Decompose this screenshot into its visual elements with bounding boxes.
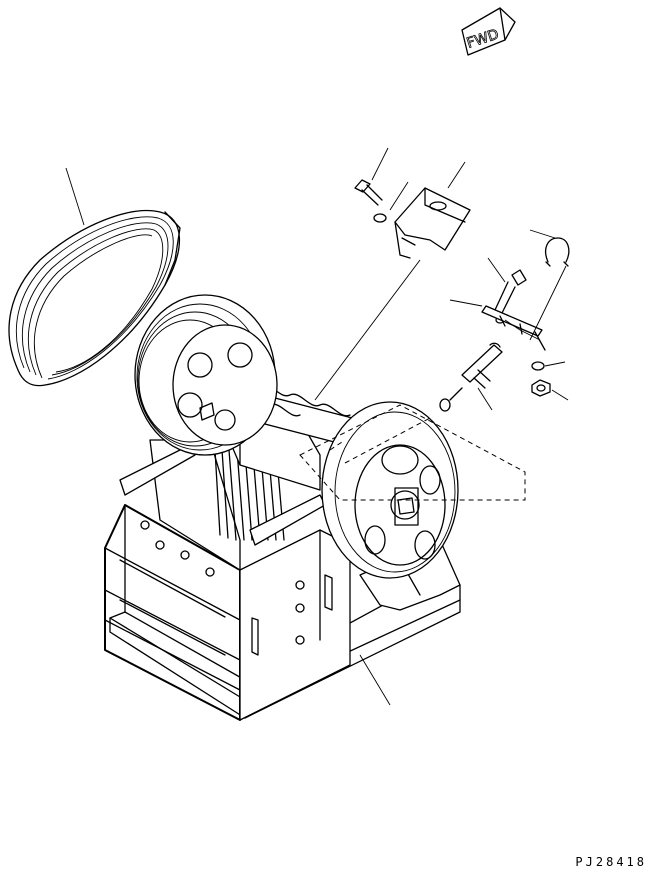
leader-cover <box>447 161 466 189</box>
flywheel-right <box>321 401 459 579</box>
leader-base <box>359 654 391 706</box>
leader-cover-mount <box>314 259 421 401</box>
drawing-code: PJ28418 <box>575 855 647 869</box>
leader-cylinder <box>477 387 493 411</box>
leader-belt <box>65 167 85 226</box>
nut-right <box>531 379 551 397</box>
bolt-top <box>354 179 387 223</box>
leader-bolt-top <box>371 147 389 181</box>
crusher-frame <box>104 394 461 721</box>
damper-cylinder <box>439 342 503 412</box>
tension-rod <box>481 305 546 351</box>
v-belt-set <box>8 210 181 387</box>
leader-bolt-mid <box>487 257 506 283</box>
leader-ubolt <box>529 229 556 239</box>
leader-rod <box>449 299 483 307</box>
leader-washer-top <box>389 181 409 211</box>
safety-cover <box>394 187 471 259</box>
flywheel-left <box>134 294 278 456</box>
cover-dashed-outline <box>299 404 526 501</box>
fwd-direction-marker: FWD <box>461 7 516 56</box>
u-bolt <box>544 237 570 267</box>
fwd-label: FWD <box>465 27 501 52</box>
washer-right <box>531 361 545 371</box>
